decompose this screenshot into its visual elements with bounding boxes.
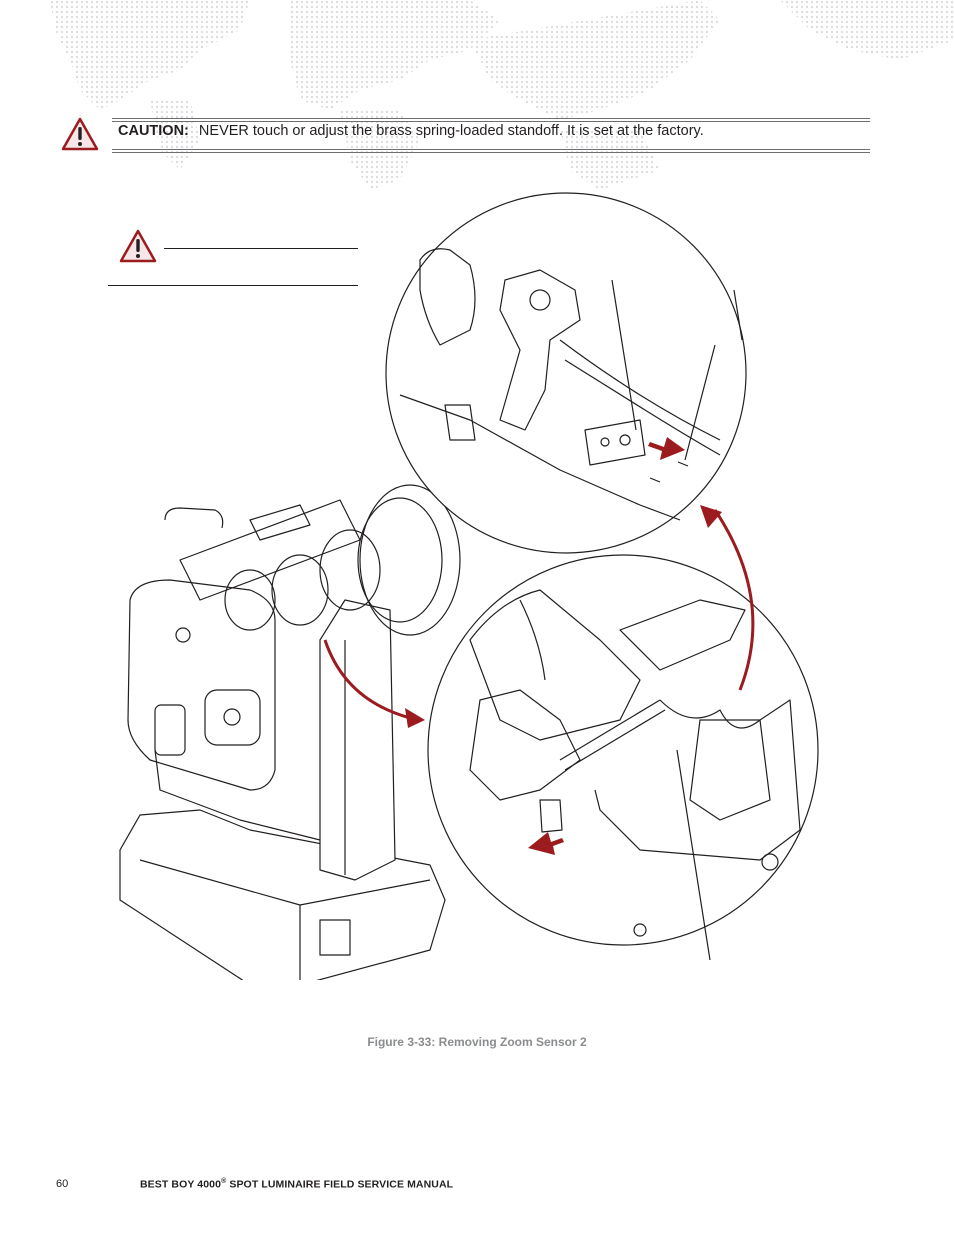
warning-triangle-icon xyxy=(119,229,157,263)
footer-title-rest: SPOT LUMINAIRE FIELD SERVICE MANUAL xyxy=(226,1178,454,1191)
caution-message: NEVER touch or adjust the brass spring-l… xyxy=(198,123,704,139)
footer-title-main: BEST BOY 4000 xyxy=(140,1178,222,1191)
caution-rule-top-1 xyxy=(112,118,870,119)
caution-label: CAUTION: xyxy=(118,123,189,139)
caution-text: CAUTION: NEVER touch or adjust the brass… xyxy=(118,123,704,139)
side-note-rule-bottom xyxy=(108,285,358,286)
page-number: 60 xyxy=(56,1178,69,1190)
figure-caption: Figure 3-33: Removing Zoom Sensor 2 xyxy=(367,1035,587,1049)
footer-title: BEST BOY 4000® SPOT LUMINAIRE FIELD SERV… xyxy=(140,1178,453,1191)
caution-rule-bottom-1 xyxy=(112,149,870,150)
warning-triangle-icon xyxy=(61,117,99,151)
footer-title-sup: ® xyxy=(221,1178,227,1185)
world-map-background xyxy=(50,0,954,190)
caution-rule-top-2 xyxy=(112,121,870,122)
caution-rule-bottom-2 xyxy=(112,152,870,153)
side-note-rule-top xyxy=(164,248,358,249)
zoom-sensor-illustration xyxy=(119,192,819,980)
